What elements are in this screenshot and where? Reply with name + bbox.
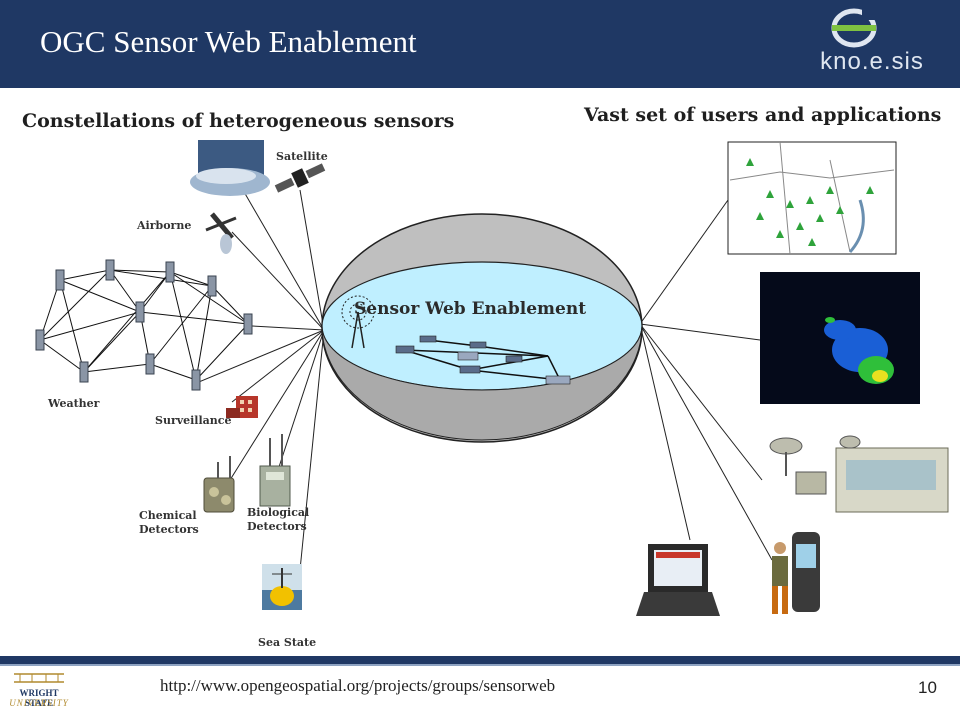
wright-flyer-icon <box>14 673 64 683</box>
biological-label-line1: Biological <box>247 506 310 519</box>
slide-title: OGC Sensor Web Enablement <box>40 24 417 59</box>
sea-state-label: Sea State <box>258 636 317 649</box>
left-heading: Constellations of heterogeneous sensors <box>22 110 455 132</box>
satellite-icon <box>274 163 326 193</box>
antenna-tower-icon <box>341 295 375 349</box>
title-bar: OGC Sensor Web Enablement kno.e.sis <box>0 0 960 88</box>
wright-state-logo: WRIGHT STATE UNIVERSITY <box>6 670 72 716</box>
laptop-image <box>636 544 720 616</box>
source-url[interactable]: http://www.opengeospatial.org/projects/g… <box>160 676 556 695</box>
knoesis-logo: kno.e.sis <box>792 8 952 78</box>
right-heading: Vast set of users and applications <box>584 104 942 126</box>
footer-bar <box>0 656 960 664</box>
sensor-connection-lines <box>193 177 325 591</box>
biological-detector-icon <box>259 434 291 507</box>
sensor-map-image <box>727 141 897 255</box>
chemical-detector-icon <box>203 456 235 513</box>
satellite-photo <box>190 140 270 196</box>
page-number: 10 <box>918 678 937 697</box>
weather-label: Weather <box>48 397 100 410</box>
chemical-label-line1: Chemical <box>139 509 197 522</box>
chemical-detectors-label: Chemical Detectors <box>139 509 199 537</box>
sea-state-buoy-photo <box>262 564 302 610</box>
sphere-network-device-icons <box>395 335 571 385</box>
satellite-label: Satellite <box>276 150 328 163</box>
sensor-web-sphere <box>321 213 643 443</box>
biological-label-line2: Detectors <box>247 520 307 533</box>
biological-detectors-label: Biological Detectors <box>247 506 309 534</box>
weather-station-icons <box>35 259 253 391</box>
knoesis-e-icon <box>831 8 882 48</box>
surveillance-label: Surveillance <box>155 414 232 427</box>
surveillance-building-icon <box>226 396 258 418</box>
airborne-label: Airborne <box>137 219 192 232</box>
user-connection-lines <box>639 199 773 561</box>
weather-sensor-mesh <box>39 269 249 381</box>
knoesis-wordmark: kno.e.sis <box>820 48 924 75</box>
sphere-network-lines <box>403 339 561 381</box>
weather-radar-image <box>760 272 920 404</box>
soldier-with-phone-image <box>772 532 820 614</box>
university-text: UNIVERSITY <box>9 698 69 708</box>
wright-state-text: WRIGHT STATE <box>19 688 59 708</box>
airborne-icon <box>205 212 237 254</box>
chemical-label-line2: Detectors <box>139 523 199 536</box>
sensor-web-enablement-label: Sensor Web Enablement <box>354 299 587 319</box>
command-center-trailer-image <box>769 435 949 513</box>
footer-rule <box>0 664 960 666</box>
